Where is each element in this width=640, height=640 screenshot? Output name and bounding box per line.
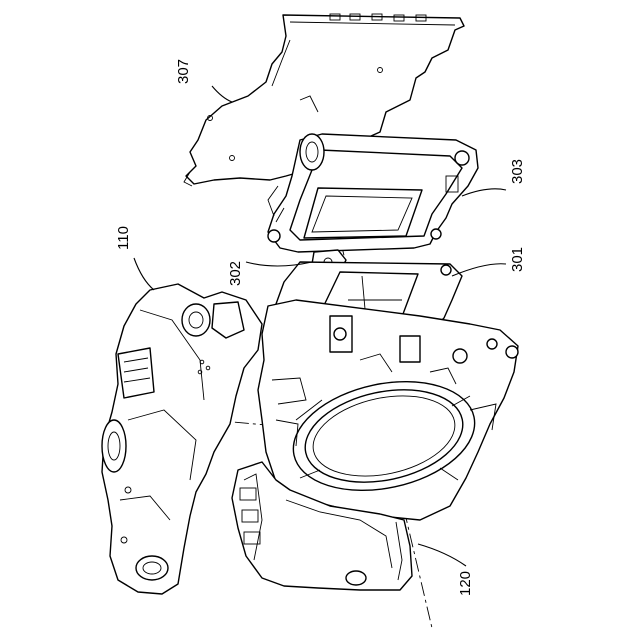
part-main-chassis (258, 300, 518, 520)
part-110-top-cover (102, 284, 262, 594)
leader-110 (134, 258, 154, 290)
label-303: 303 (509, 159, 526, 184)
leader-303 (462, 189, 506, 196)
part-303-sensor-frame (268, 134, 478, 252)
leader-307 (212, 86, 232, 102)
label-307: 307 (175, 59, 192, 84)
leader-120 (418, 544, 466, 566)
label-120: 120 (457, 571, 474, 596)
label-302: 302 (227, 261, 244, 286)
label-110: 110 (115, 226, 132, 250)
label-301: 301 (509, 247, 526, 272)
